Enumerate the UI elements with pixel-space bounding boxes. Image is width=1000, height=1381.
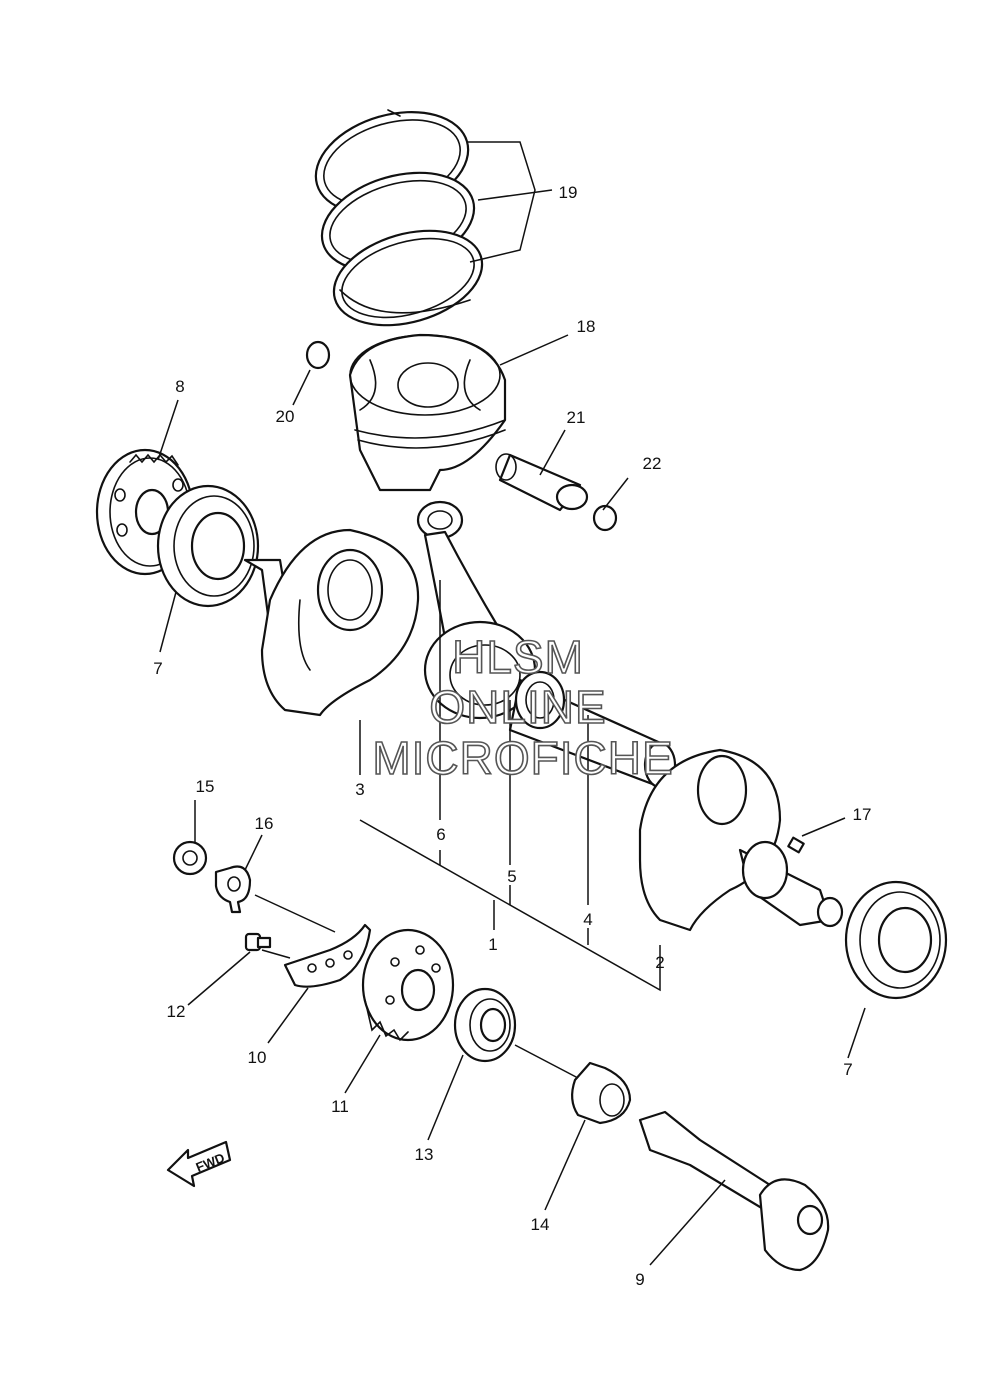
callout-11: 11 — [331, 1097, 349, 1116]
connecting-rod — [416, 500, 537, 720]
callout-7-left: 7 — [153, 659, 162, 678]
callout-2: 2 — [655, 953, 664, 972]
forward-direction-arrow: FWD — [166, 1140, 232, 1188]
balancer-drive-gear — [361, 928, 455, 1042]
callout-12: 12 — [167, 1002, 186, 1021]
needle-bearing — [571, 1061, 632, 1125]
watermark: HLSM ONLINE MICROFICHE — [372, 630, 674, 785]
watermark-line-3: MICROFICHE — [372, 732, 673, 784]
callout-3: 3 — [355, 780, 364, 799]
callout-6: 6 — [436, 825, 445, 844]
lock-washer — [214, 865, 252, 914]
callout-15: 15 — [196, 777, 215, 796]
crank-web-left — [243, 528, 420, 717]
balancer-bearing — [453, 987, 517, 1063]
callout-1: 1 — [488, 935, 497, 954]
leader-lines — [157, 141, 866, 1266]
circlip-left — [305, 340, 331, 370]
crank-web-right — [638, 748, 844, 932]
callout-17: 17 — [853, 805, 872, 824]
callout-19: 19 — [559, 183, 578, 202]
bearing-right — [844, 880, 948, 1000]
callout-18: 18 — [577, 317, 596, 336]
callout-8: 8 — [175, 377, 184, 396]
callout-9: 9 — [635, 1270, 644, 1289]
callout-16: 16 — [255, 814, 274, 833]
balancer-shaft — [638, 1110, 830, 1272]
callout-13: 13 — [415, 1145, 434, 1164]
callout-5: 5 — [507, 867, 516, 886]
circlip-right — [592, 504, 618, 532]
callout-4: 4 — [583, 910, 592, 929]
callout-20: 20 — [276, 407, 295, 426]
callout-10: 10 — [248, 1048, 267, 1067]
bolt — [244, 932, 272, 952]
callout-21: 21 — [567, 408, 586, 427]
watermark-line-2: ONLINE — [429, 681, 606, 733]
balancer-weight — [283, 923, 372, 988]
watermark-line-1: HLSM — [452, 631, 584, 683]
callout-7-right: 7 — [843, 1060, 852, 1079]
piston — [348, 333, 507, 492]
nut — [172, 840, 208, 876]
piston-pin — [495, 453, 589, 512]
callout-numbers: 1 2 3 4 5 6 7 7 8 9 10 11 12 13 14 15 16… — [153, 183, 871, 1289]
bearing-left — [156, 484, 260, 608]
callout-14: 14 — [531, 1215, 550, 1234]
callout-22: 22 — [643, 454, 662, 473]
piston-rings — [314, 109, 484, 327]
woodruff-key — [787, 836, 805, 854]
